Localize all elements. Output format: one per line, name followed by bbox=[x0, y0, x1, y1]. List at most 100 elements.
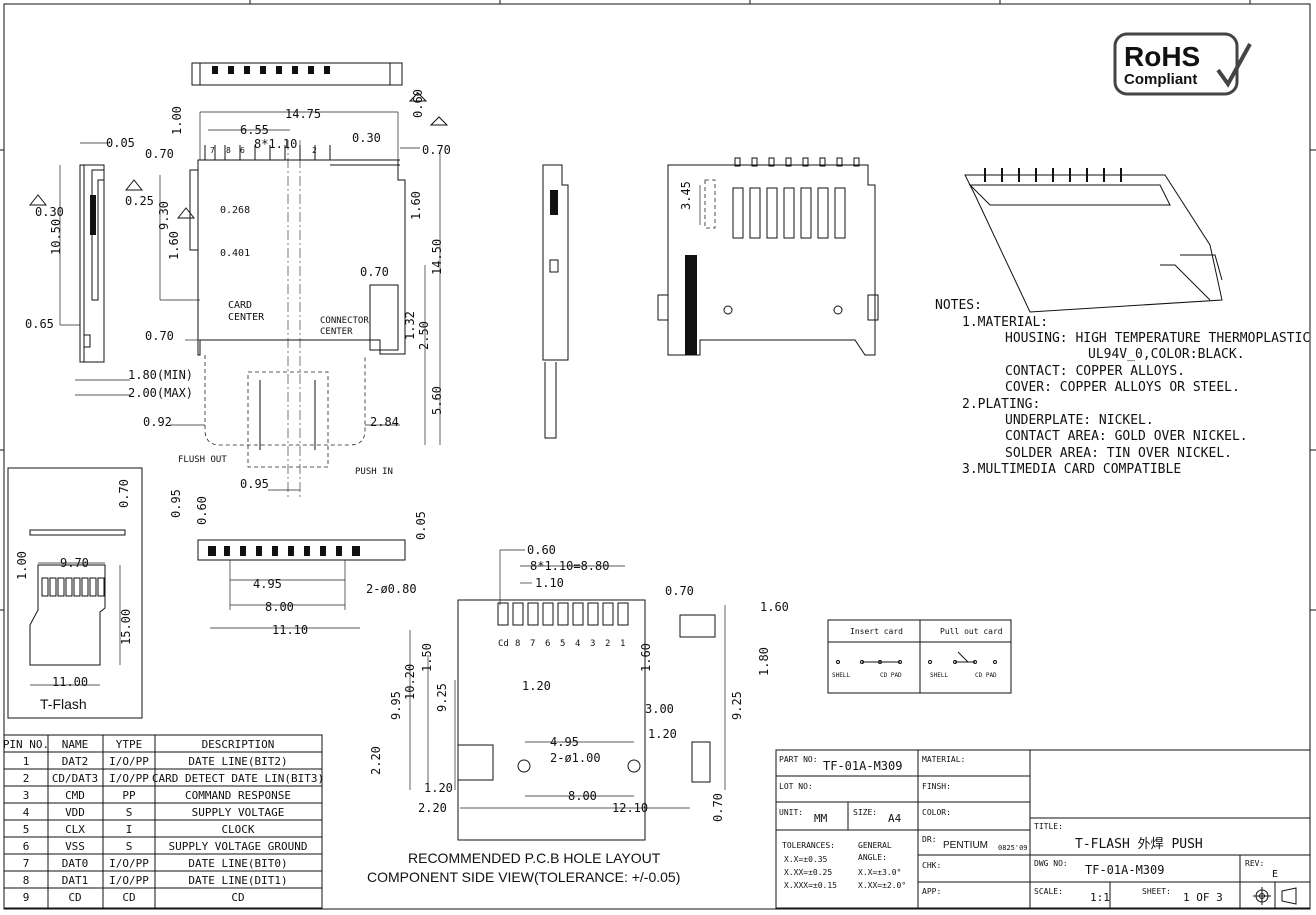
pin-table-cell: 5 bbox=[23, 823, 30, 836]
pin-table-cell: I/O/PP bbox=[109, 755, 149, 768]
dim-3-45: 3.45 bbox=[679, 181, 693, 210]
dim-0-92: 0.92 bbox=[143, 415, 172, 429]
angle-label: ANGLE: bbox=[858, 853, 887, 862]
dim-0-30: 0.30 bbox=[352, 131, 381, 145]
pcb-pin-8: 8 bbox=[515, 639, 520, 649]
pin-table-cell: CD bbox=[122, 891, 135, 904]
part-no-value: TF-01A-M309 bbox=[823, 759, 902, 773]
pcb-dim-1-10: 1.10 bbox=[535, 576, 564, 590]
tolerance-3: X.XXX=±0.15 bbox=[784, 881, 837, 890]
card-center-label-2: CENTER bbox=[228, 312, 265, 323]
note-line-5: COVER: COPPER ALLOYS OR STEEL. bbox=[1005, 380, 1240, 395]
pcb-dim-0-70: 0.70 bbox=[665, 584, 694, 598]
note-line-2: HOUSING: HIGH TEMPERATURE THERMOPLASTIC bbox=[1005, 331, 1310, 346]
pcb-dim-1-50: 1.50 bbox=[420, 643, 434, 672]
top-pin-7: 7 bbox=[210, 146, 215, 155]
pin-table-cell: DATE LINE(BIT0) bbox=[188, 857, 287, 870]
sheet-value: 1 OF 3 bbox=[1183, 891, 1223, 904]
pcb-dim-1-80: 1.80 bbox=[757, 647, 771, 676]
scale-value: 1:1 bbox=[1090, 891, 1110, 904]
pcb-dim-12-10: 12.10 bbox=[612, 801, 648, 815]
pcb-layout: 0.60 8*1.10=8.80 1.10 0.70 1.60 1.60 1.8… bbox=[367, 543, 789, 885]
tf-dim-15-00: 15.00 bbox=[119, 609, 133, 645]
pin-table-cell: 6 bbox=[23, 840, 30, 853]
pin-table-cell: 7 bbox=[23, 857, 30, 870]
pin-table-header: PIN NO. bbox=[3, 738, 49, 751]
pcb-dim-10-20: 10.20 bbox=[403, 664, 417, 700]
pcb-dim-2-20-v: 2.20 bbox=[369, 746, 383, 775]
fv-dim-0-05: 0.05 bbox=[414, 511, 428, 540]
pcb-dim-pitch: 8*1.10=8.80 bbox=[530, 559, 609, 573]
title-label: TITLE: bbox=[1034, 822, 1063, 831]
chk-label: CHK: bbox=[922, 861, 941, 870]
pin-table-cell: 2 bbox=[23, 772, 30, 785]
dim-6-55: 6.55 bbox=[240, 123, 269, 137]
switch-diagram: Insert card Pull out card SHELL CD PAD S… bbox=[827, 619, 1012, 694]
cd-pad-label-1: CD PAD bbox=[880, 672, 902, 679]
fv-dim-4-95: 4.95 bbox=[253, 577, 282, 591]
shell-label-1: SHELL bbox=[832, 672, 850, 679]
drawn-by: PENTIUM bbox=[943, 840, 988, 851]
pin-table-cell: DAT0 bbox=[62, 857, 89, 870]
pin-table-cell: DAT2 bbox=[62, 755, 89, 768]
dim-0-70-m: 0.70 bbox=[360, 265, 389, 279]
warning-triangle-icon bbox=[28, 179, 196, 219]
finish-label: FINSH: bbox=[922, 782, 951, 791]
pin-table-cell: 9 bbox=[23, 891, 30, 904]
dim-5-60: 5.60 bbox=[430, 386, 444, 415]
pin-table-cell: 8 bbox=[23, 874, 30, 887]
app-label: APP: bbox=[922, 887, 941, 896]
pcb-dim-9-25-l: 9.25 bbox=[435, 683, 449, 712]
pcb-dim-2-20-h: 2.20 bbox=[418, 801, 447, 815]
note-line-9: SOLDER AREA: TIN OVER NICKEL. bbox=[1005, 446, 1232, 461]
dim-9-30: 9.30 bbox=[157, 201, 171, 230]
dwg-no-label: DWG NO: bbox=[1034, 859, 1068, 868]
pcb-caption-2: COMPONENT SIDE VIEW(TOLERANCE: +/-0.05) bbox=[367, 869, 680, 885]
tolerance-label: TOLERANCES: bbox=[782, 841, 835, 850]
dim-2-84: 2.84 bbox=[370, 415, 399, 429]
iso-view bbox=[964, 168, 1223, 313]
angle-1: X.X=±3.0° bbox=[858, 868, 901, 877]
pin-table-cell: CLOCK bbox=[221, 823, 254, 836]
dim-0-70-r: 0.70 bbox=[422, 143, 451, 157]
pcb-pin-6: 6 bbox=[545, 639, 550, 649]
dim-0-30: 0.30 bbox=[35, 205, 64, 219]
color-label: COLOR: bbox=[922, 808, 951, 817]
size-label: SIZE: bbox=[853, 808, 877, 817]
connector-center-label-1: CONNECTOR bbox=[320, 316, 369, 326]
dim-0-25: 0.25 bbox=[125, 194, 154, 208]
dim-0-401: 0.401 bbox=[220, 248, 250, 259]
pin-table-cell: CMD bbox=[65, 789, 85, 802]
unit-value: MM bbox=[814, 812, 828, 825]
pin-table-cell: S bbox=[126, 840, 133, 853]
pin-table-header: NAME bbox=[62, 738, 89, 751]
note-line-1: 1.MATERIAL: bbox=[962, 315, 1048, 330]
shell-label-2: SHELL bbox=[930, 672, 948, 679]
pin-table-cell: PP bbox=[122, 789, 136, 802]
pin-table-cell: 3 bbox=[23, 789, 30, 802]
dim-1-32: 1.32 bbox=[403, 311, 417, 340]
pin-table-cell: SUPPLY VOLTAGE bbox=[192, 806, 285, 819]
dim-0-05: 0.05 bbox=[106, 136, 135, 150]
flush-out-label: FLUSH OUT bbox=[178, 455, 227, 465]
pcb-pin-5: 5 bbox=[560, 639, 565, 649]
pin-table-cell: DAT1 bbox=[62, 874, 89, 887]
pin-table-cell: DATE LINE(DIT1) bbox=[188, 874, 287, 887]
top-pin-6: 6 bbox=[240, 146, 245, 155]
pin-table-cell: S bbox=[126, 806, 133, 819]
top-view: 14.75 6.55 8*1.10 1.00 0.30 0.60 0.70 0.… bbox=[143, 62, 451, 500]
pin-table-cell: SUPPLY VOLTAGE GROUND bbox=[168, 840, 307, 853]
part-no-label: PART NO: bbox=[779, 755, 818, 764]
pcb-dim-0-60: 0.60 bbox=[527, 543, 556, 557]
pcb-dim-holes: 2-ø1.00 bbox=[550, 751, 601, 765]
tf-dim-0-70: 0.70 bbox=[117, 479, 131, 508]
pin-table-cell: CD/DAT3 bbox=[52, 772, 98, 785]
pcb-pin-1: 1 bbox=[620, 639, 625, 649]
rohs-title: RoHS bbox=[1124, 41, 1200, 72]
pin-table-cell: VDD bbox=[65, 806, 85, 819]
drawn-date: 0825'09 bbox=[998, 844, 1028, 852]
dim-0-70-b: 0.70 bbox=[145, 329, 174, 343]
general-label: GENERAL bbox=[858, 841, 892, 850]
pcb-dim-1-20-b: 1.20 bbox=[648, 727, 677, 741]
